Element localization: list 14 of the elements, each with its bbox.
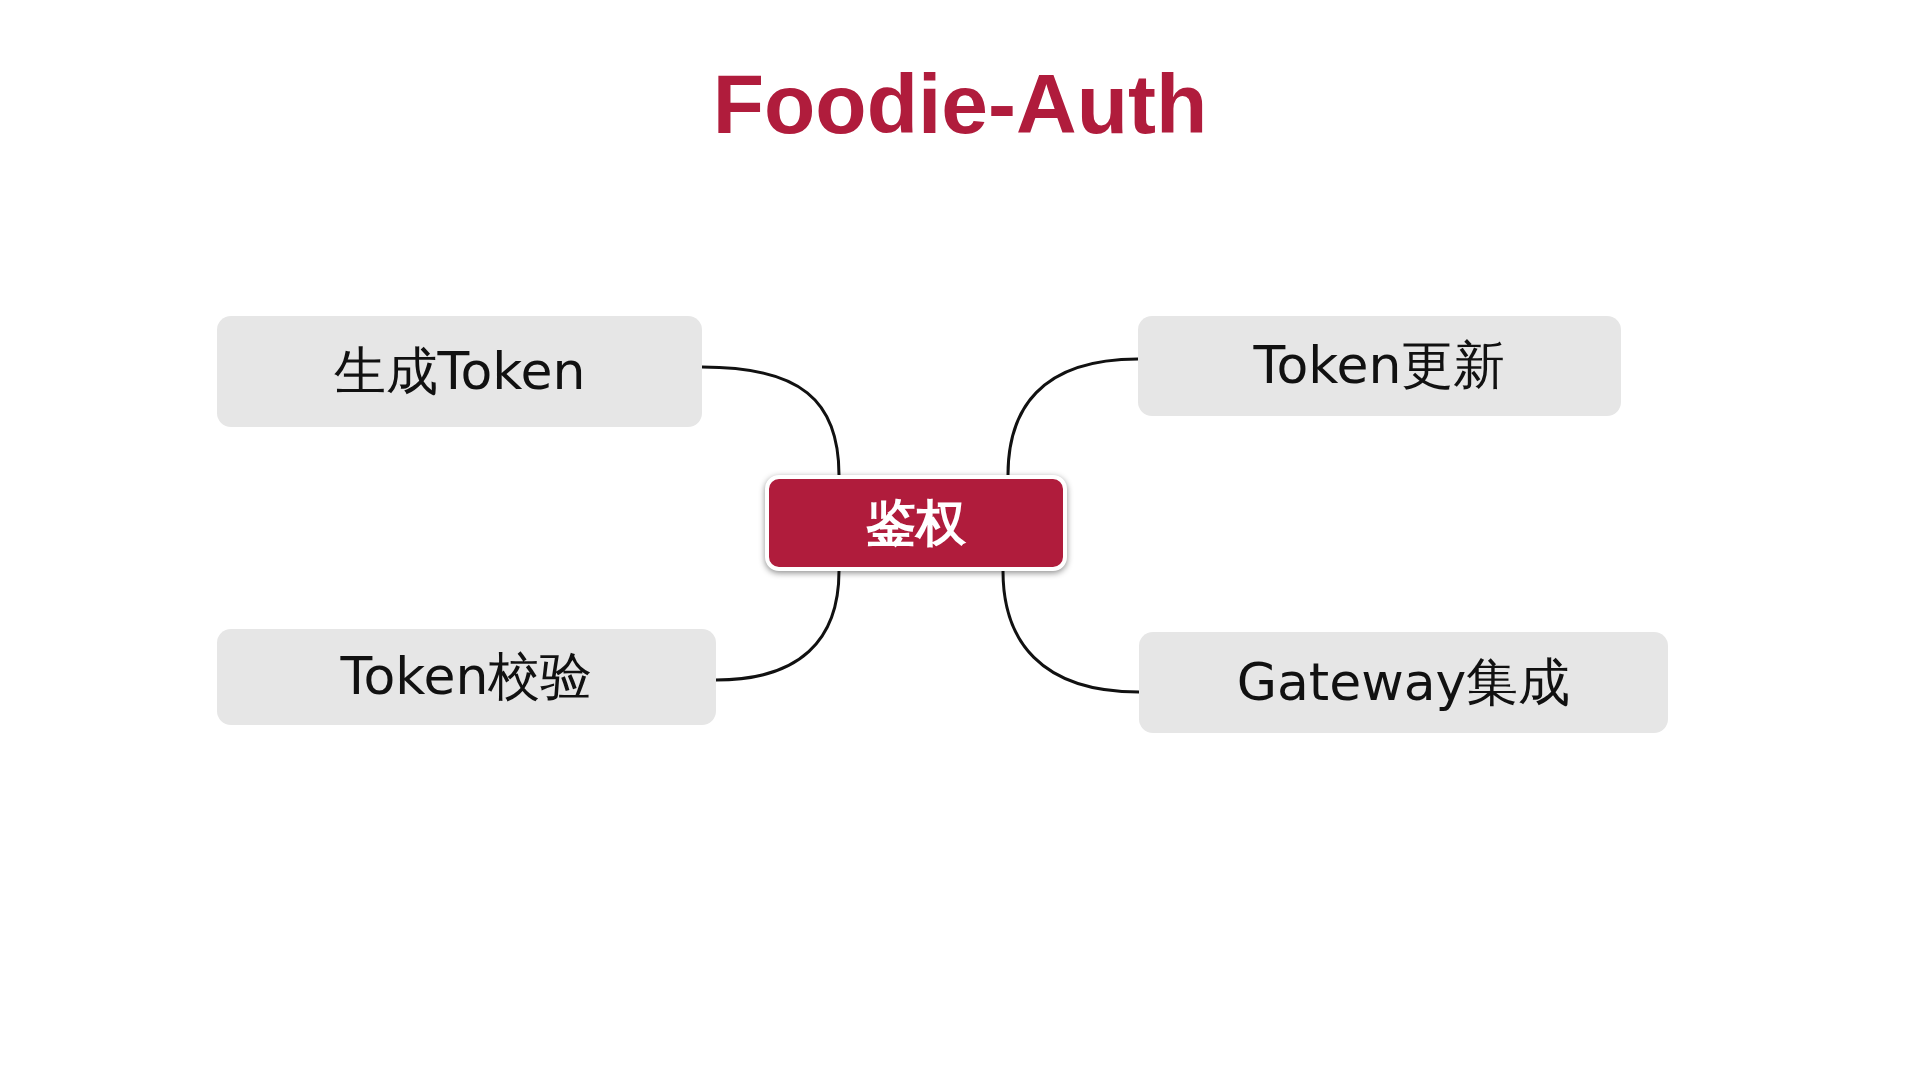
topic-box (217, 316, 702, 427)
connector-line (701, 365, 841, 476)
connector-line (1006, 357, 1139, 476)
topic-label: 鉴权 (866, 492, 966, 554)
topic-box (217, 629, 716, 725)
title: Foodie-Auth (711, 62, 1209, 146)
topic-label: Token校验 (340, 645, 593, 708)
topic-box (1138, 316, 1621, 416)
topic-label: 生成Token (333, 339, 586, 403)
connector-line (1001, 570, 1140, 694)
connector-line (715, 570, 841, 682)
topic-label: Token更新 (1253, 334, 1506, 397)
topic-label: Gateway集成 (1236, 650, 1571, 714)
topic-box (1139, 632, 1668, 733)
